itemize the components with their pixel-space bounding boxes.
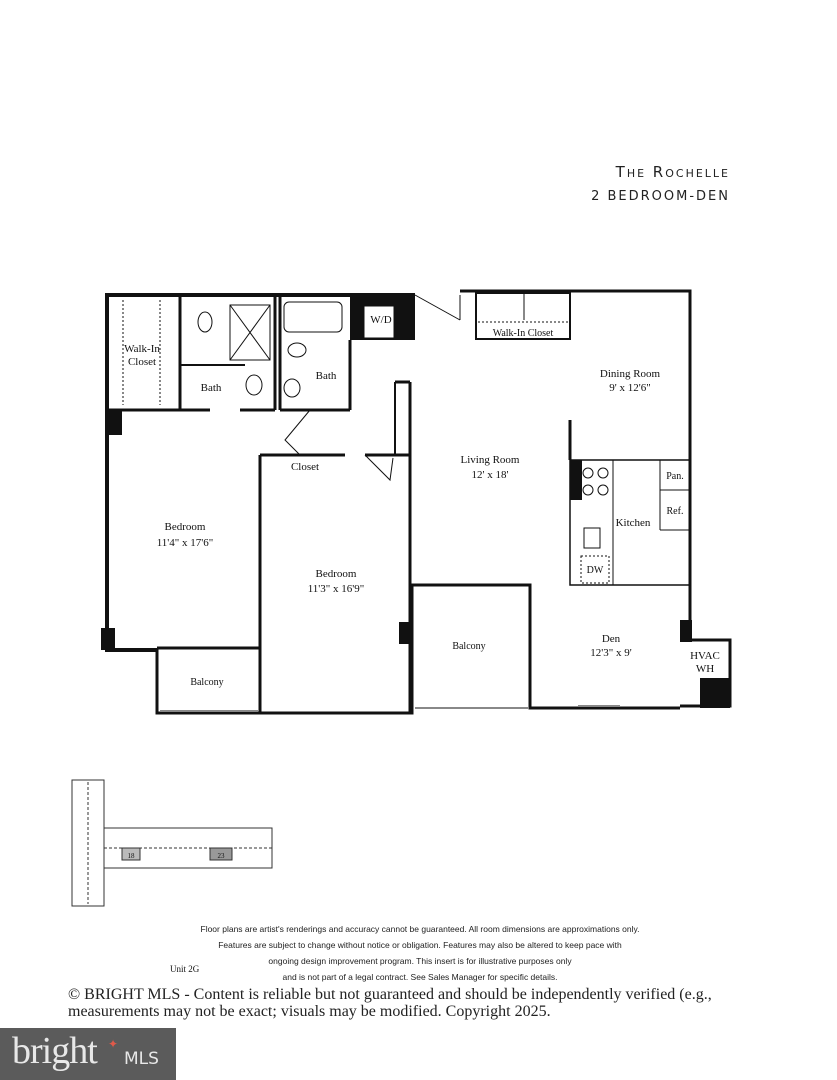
copyright-notice: © BRIGHT MLS - Content is reliable but n… bbox=[68, 986, 712, 1020]
hvac-label: WH bbox=[696, 663, 714, 675]
den-size: 12'3" x 9' bbox=[590, 647, 631, 659]
unit-marker: 23 bbox=[218, 852, 226, 860]
walk-in-closet-label: Closet bbox=[128, 356, 156, 368]
unit-label: Unit 2G bbox=[170, 964, 200, 974]
bedroom-size: 11'3" x 16'9" bbox=[308, 583, 365, 595]
pantry-label: Pan. bbox=[666, 471, 684, 482]
disclaimer-line: Features are subject to change without n… bbox=[218, 940, 622, 950]
disclaimer-line: ongoing design improvement program. This… bbox=[268, 956, 572, 966]
key-plan: 18 23 bbox=[71, 779, 273, 907]
bright-mls-logo: bright ✦ MLS bbox=[0, 1028, 176, 1080]
refrigerator-label: Ref. bbox=[667, 506, 684, 517]
walk-in-closet-label: Walk-In bbox=[124, 343, 160, 355]
logo-brand: bright bbox=[12, 1030, 98, 1072]
walls bbox=[101, 289, 732, 715]
hvac-label: HVAC bbox=[690, 650, 720, 662]
kitchen-label: Kitchen bbox=[616, 517, 651, 529]
living-room-size: 12' x 18' bbox=[472, 469, 509, 481]
dining-room-size: 9' x 12'6" bbox=[609, 382, 650, 394]
unit-marker: 18 bbox=[128, 852, 136, 860]
plan-type: 2 BEDROOM-DEN bbox=[591, 189, 730, 204]
plan-name: The Rochelle bbox=[615, 163, 730, 181]
disclaimer-line: and is not part of a legal contract. See… bbox=[282, 972, 558, 982]
disclaimer-line: Floor plans are artist's renderings and … bbox=[200, 924, 640, 934]
washer-dryer-label: W/D bbox=[370, 314, 391, 326]
balcony-label: Balcony bbox=[190, 677, 223, 688]
walk-in-closet-label: Walk-In Closet bbox=[493, 328, 554, 339]
bath-label: Bath bbox=[316, 370, 337, 382]
dining-room-label: Dining Room bbox=[600, 368, 661, 380]
living-room-label: Living Room bbox=[461, 454, 520, 466]
dishwasher-label: DW bbox=[587, 565, 604, 576]
room-labels: Walk-In Closet Bath Bath W/D Walk-In Clo… bbox=[124, 314, 720, 688]
disclaimer: Floor plans are artist's renderings and … bbox=[120, 921, 720, 985]
den-label: Den bbox=[602, 633, 621, 645]
balcony-label: Balcony bbox=[452, 641, 485, 652]
logo-star-icon: ✦ bbox=[108, 1037, 119, 1051]
bedroom-size: 11'4" x 17'6" bbox=[157, 537, 214, 549]
closet-label: Closet bbox=[291, 461, 319, 473]
bath-label: Bath bbox=[201, 382, 222, 394]
bedroom-label: Bedroom bbox=[165, 521, 206, 533]
bedroom-label: Bedroom bbox=[316, 568, 357, 580]
logo-suffix: MLS bbox=[124, 1049, 159, 1069]
